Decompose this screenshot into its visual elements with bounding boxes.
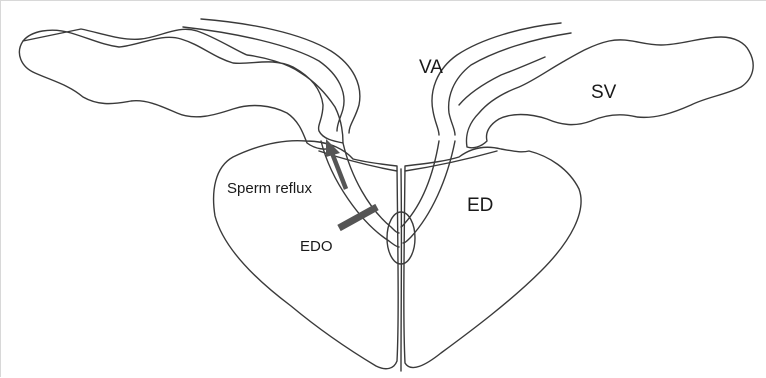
label-sv: SV — [591, 82, 617, 103]
prostate-right-lobe — [404, 147, 581, 367]
seminal-vesicle-left — [23, 29, 343, 143]
label-edo: EDO — [300, 238, 333, 255]
capsule-line-right — [405, 151, 497, 171]
label-va: VA — [419, 57, 443, 78]
ejaculatory-duct-right — [403, 141, 455, 243]
label-ed: ED — [467, 195, 493, 216]
edo-obstruction-marker — [339, 207, 377, 228]
label-sperm-reflux: Sperm reflux — [227, 180, 313, 197]
seminal-vesicle-left-body — [19, 41, 331, 149]
prostate-outline — [214, 141, 581, 371]
